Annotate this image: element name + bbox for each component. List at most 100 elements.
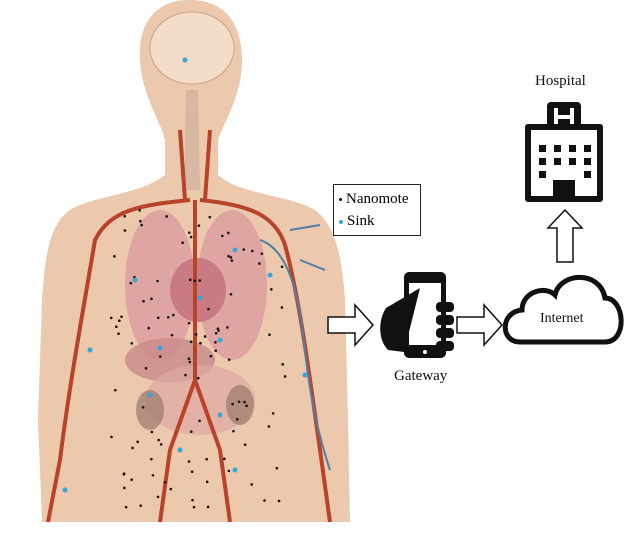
nanomote-dot [130, 478, 133, 481]
nanomote-dot [150, 297, 153, 301]
gateway-label: Gateway [394, 368, 448, 384]
nanomote-dot [268, 333, 271, 337]
window-icon [554, 158, 561, 165]
nanomote-dot [169, 487, 173, 491]
nanomote-dot [230, 259, 234, 262]
window-icon [584, 145, 591, 152]
nanomote-dot [130, 341, 134, 345]
legend-item-nanomote: Nanomote [339, 188, 415, 210]
nanomote-dot [229, 292, 233, 296]
hospital-building-icon [525, 102, 603, 202]
nanomote-dot [151, 473, 155, 477]
sensor-dots [62, 57, 308, 509]
sink-dot [182, 57, 188, 63]
kidney-right [226, 385, 254, 425]
nanomote-dot [271, 412, 275, 415]
nanomote-dot [235, 418, 239, 421]
sink-marker-icon [339, 219, 343, 224]
nanomote-dot [205, 457, 208, 461]
nanomote-dot [258, 262, 261, 265]
nanomote-dot [115, 325, 118, 328]
nanomote-dot [129, 281, 133, 285]
nanomote-dot [221, 234, 224, 238]
veins [259, 224, 331, 471]
nanomote-dot [159, 443, 163, 446]
window-icon [539, 145, 546, 152]
window-icon [554, 145, 561, 152]
sink-dot [217, 337, 223, 343]
arteries [46, 129, 332, 523]
nanomote-dot [214, 349, 218, 353]
nanomote-dot [214, 331, 218, 335]
intestines [145, 365, 255, 435]
nanomote-dot [237, 400, 241, 404]
nanomote-dot [281, 363, 285, 366]
arrow-gateway-to-internet [456, 303, 504, 347]
nanomote-dot [227, 254, 230, 258]
nanomote-dot [157, 438, 160, 442]
nanomote-dot [150, 430, 154, 434]
sink-dot [62, 487, 68, 493]
nanomote-dot [163, 481, 167, 484]
nanomote-dot [131, 446, 134, 450]
sink-dot [267, 272, 273, 278]
sink-dot [217, 412, 223, 418]
nanomote-dot [267, 425, 271, 428]
nanomote-dot [214, 341, 217, 344]
lung-left [125, 210, 195, 360]
nanomote-dot [138, 208, 141, 212]
nanomote-dot [159, 355, 162, 358]
nanomote-dot [207, 307, 210, 311]
spine-neck [184, 90, 200, 190]
nanomote-dot [123, 486, 126, 490]
nanomote-dot [260, 252, 264, 255]
nanomote-dot [165, 215, 168, 218]
nanomote-dot [206, 505, 210, 509]
nanomote-dot [205, 480, 209, 484]
nanomote-dot [191, 498, 194, 502]
nanomote-dot [109, 316, 113, 320]
nanomote-dot [227, 358, 231, 361]
nanomote-dot [139, 219, 142, 223]
hospital-label: Hospital [535, 73, 586, 89]
nanomote-dot [216, 327, 220, 330]
nanomote-dot [227, 231, 230, 235]
nanomote-dot [250, 249, 254, 253]
sink-dot [132, 277, 138, 283]
nanomote-dot [283, 375, 287, 378]
nanomote-dot [136, 440, 139, 444]
nanomote-dot [141, 405, 145, 409]
nanomote-dot [243, 443, 247, 447]
nanomote-dot [184, 373, 187, 377]
nanomote-dot [223, 457, 226, 461]
nanomote-dot [150, 457, 153, 461]
nanomote-dot [197, 224, 201, 227]
sink-dot [147, 392, 153, 398]
nanomote-dot [187, 460, 191, 463]
nanomote-dot [187, 357, 191, 361]
kidney-left [136, 390, 164, 430]
legend-label: Sink [347, 213, 375, 229]
nanomote-dot [192, 505, 196, 509]
nanomote-dot [110, 435, 113, 439]
nanomote-dot [196, 376, 200, 380]
nanomote-dot [187, 321, 191, 325]
internet-label: Internet [540, 311, 584, 326]
window-icon [569, 145, 576, 152]
nanomote-dot [122, 473, 126, 476]
window-icon [584, 171, 591, 178]
nanomote-dot [140, 223, 144, 227]
nanomote-dot [181, 241, 184, 245]
nanomote-dot [118, 319, 121, 323]
nanomote-dot [147, 326, 151, 330]
nanomote-dot [114, 388, 117, 392]
arrow-body-to-gateway [327, 303, 375, 347]
nanomote-dot [245, 404, 248, 408]
nanomote-dot [194, 333, 198, 336]
nanomote-dot [123, 229, 127, 232]
nanomote-dot [243, 400, 246, 404]
heart [170, 258, 226, 322]
window-icon [584, 158, 591, 165]
cloud-icon [502, 274, 624, 345]
nanomote-dot [199, 341, 202, 345]
